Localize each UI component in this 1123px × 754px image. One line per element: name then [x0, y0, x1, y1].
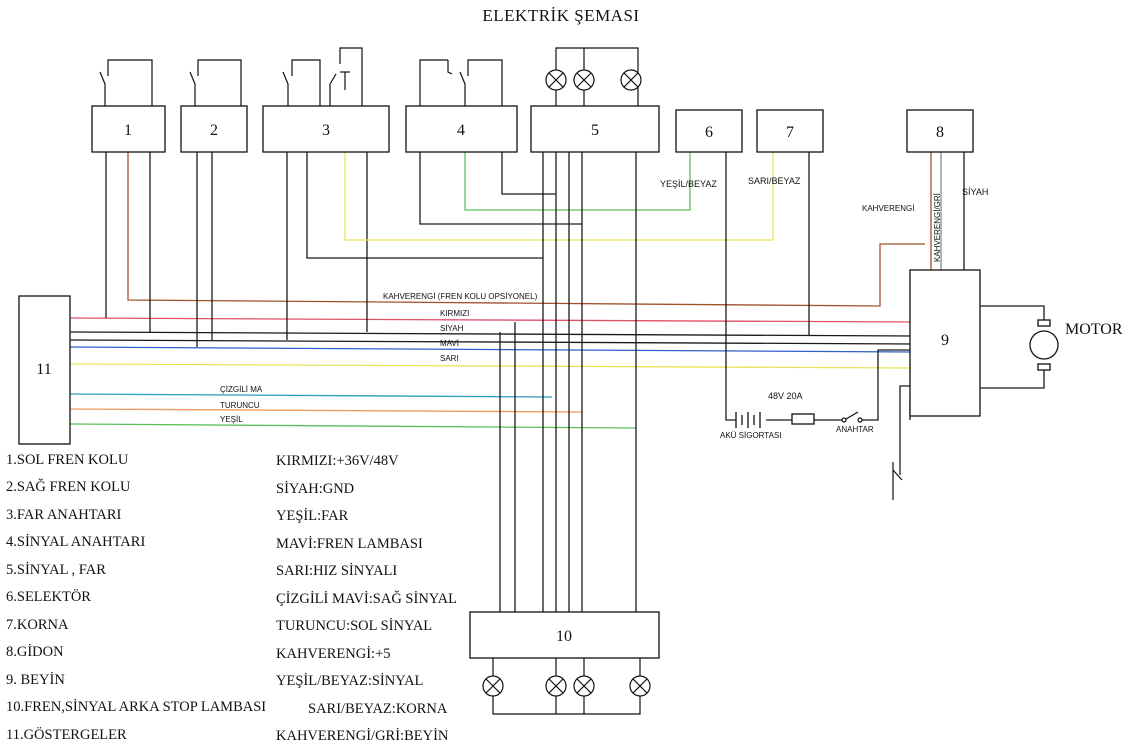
- block-9-label: 9: [941, 332, 949, 349]
- lamp-icons-top: [545, 47, 642, 106]
- wire-label-sari-beyaz: SARI/BEYAZ: [748, 176, 801, 186]
- wire-label-yesil-beyaz: YEŞİL/BEYAZ: [660, 179, 717, 189]
- motor-label: MOTOR: [1065, 321, 1123, 338]
- block-3: [262, 105, 390, 153]
- wire-black-1: [69, 331, 913, 337]
- block-6-label: 6: [705, 124, 713, 141]
- block-8-label: 8: [936, 124, 944, 141]
- legend-color-8: KAHVERENGİ:+5: [276, 646, 391, 662]
- legend-color-1: KIRMIZI:+36V/48V: [276, 453, 399, 469]
- legend-color-5: SARI:HIZ SİNYALI: [276, 563, 398, 579]
- block-4: [405, 105, 518, 153]
- legend-part-2: 2.SAĞ FREN KOLU: [6, 479, 131, 495]
- legend-part-10: 10.FREN,SİNYAL ARKA STOP LAMBASI: [6, 699, 267, 715]
- wire-yellow: [69, 363, 913, 369]
- diagram-title: ELEKTRİK ŞEMASI: [482, 6, 639, 25]
- wire-label-yesil: YEŞİL: [220, 415, 243, 424]
- legend-part-5: 5.SİNYAL , FAR: [6, 562, 106, 578]
- block-10-label: 10: [556, 628, 572, 645]
- legend-part-6: 6.SELEKTÖR: [6, 589, 91, 605]
- switch-icons: [99, 47, 503, 106]
- legend-color-6: ÇİZGİLİ MAVİ:SAĞ SİNYAL: [276, 591, 457, 607]
- block-1-label: 1: [124, 122, 132, 139]
- block-2: [180, 105, 248, 153]
- lamp-icons-bottom: [482, 658, 651, 715]
- legend-color-10: SARI/BEYAZ:KORNA: [308, 701, 448, 717]
- battery-icon: [735, 412, 815, 428]
- legend-part-1: 1.SOL FREN KOLU: [6, 452, 129, 468]
- wire-orange: [69, 408, 583, 413]
- key-switch-icon: [841, 411, 863, 423]
- wire-label-kahverengi-fren: KAHVERENGİ (FREN KOLU OPSİYONEL): [383, 292, 538, 301]
- block-8: [906, 109, 974, 153]
- legend-color-2: SİYAH:GND: [276, 481, 355, 497]
- wires: [69, 152, 1045, 612]
- brake-switch-icon: [892, 462, 903, 500]
- wire-green: [69, 423, 637, 429]
- legend-part-11: 11.GÖSTERGELER: [6, 727, 127, 743]
- wire-label-siyah-8: SİYAH: [962, 187, 988, 197]
- block-11-label: 11: [36, 361, 51, 378]
- legend-color-4: MAVİ:FREN LAMBASI: [276, 536, 423, 552]
- wire-black-2: [69, 339, 913, 345]
- wire-cyan: [69, 393, 553, 398]
- motor-icon: [1029, 319, 1059, 371]
- wire-label-mavi: MAVİ: [440, 339, 459, 348]
- legend-color-9: YEŞİL/BEYAZ:SİNYAL: [276, 673, 424, 689]
- wire-label-turuncu: TURUNCU: [220, 401, 260, 410]
- block-5: [530, 105, 660, 153]
- legend-part-7: 7.KORNA: [6, 617, 69, 633]
- wire-label-sari: SARI: [440, 354, 459, 363]
- block-6: [675, 109, 743, 153]
- block-5-label: 5: [591, 122, 599, 139]
- block-1: [91, 105, 166, 153]
- wire-label-siyah: SİYAH: [440, 324, 464, 333]
- block-10: [469, 611, 660, 659]
- wire-label-kirmizi: KIRMIZI: [440, 309, 469, 318]
- block-3-label: 3: [322, 122, 330, 139]
- wire-blue: [69, 346, 913, 353]
- legend-color-7: TURUNCU:SOL SİNYAL: [276, 618, 433, 634]
- block-2-label: 2: [210, 122, 218, 139]
- legend-part-4: 4.SİNYAL ANAHTARI: [6, 534, 146, 550]
- battery-label: AKÜ SİGORTASI: [720, 431, 782, 440]
- battery-text: 48V 20A: [768, 391, 803, 401]
- legend-part-3: 3.FAR ANAHTARI: [6, 507, 122, 523]
- block-7-label: 7: [786, 124, 794, 141]
- block-7: [756, 109, 824, 153]
- block-11: [18, 295, 71, 445]
- legend-color-3: YEŞİL:FAR: [276, 508, 349, 524]
- wire-brown-fren: [127, 152, 925, 307]
- wire-label-kahverengi: KAHVERENGİ: [862, 204, 914, 213]
- wire-label-kahverengi-gri: KAHVERENGİ/GRİ: [933, 193, 942, 262]
- wire-red: [69, 317, 913, 323]
- legend-part-9: 9. BEYİN: [6, 672, 65, 688]
- switch-label: ANAHTAR: [836, 425, 874, 434]
- wire-label-cizgili-ma: ÇİZGİLİ MA: [220, 385, 263, 394]
- block-4-label: 4: [457, 122, 465, 139]
- block-9: [909, 269, 981, 417]
- legend-color-11: KAHVERENGİ/GRİ:BEYİN: [276, 728, 449, 744]
- legend-part-8: 8.GİDON: [6, 644, 64, 660]
